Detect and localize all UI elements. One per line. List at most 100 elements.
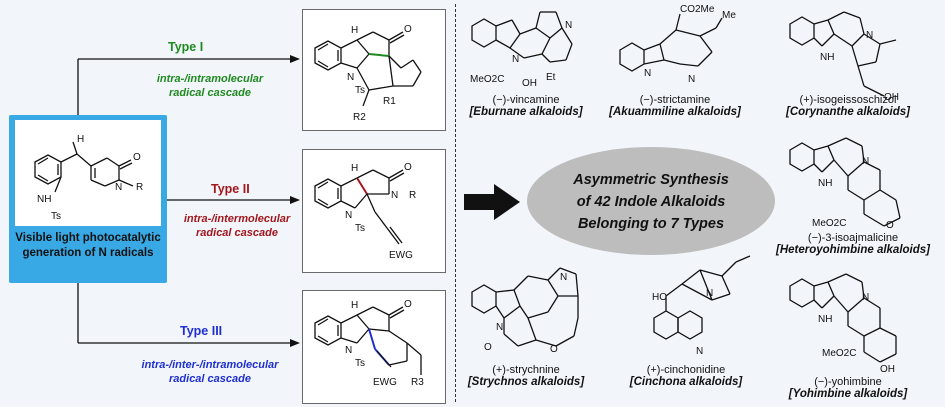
atom-label: NH (818, 314, 832, 325)
alkaloid-class: [Cinchona alkaloids] (629, 376, 743, 388)
yohimbine-structure: NH N MeO2C OH (789, 273, 897, 375)
alkaloid-name: (+)-cinchonidine (646, 364, 726, 376)
atom-label: O (404, 162, 412, 173)
atom-label: MeO2C (822, 348, 856, 359)
atom-label: CO2Me (680, 4, 715, 15)
section-divider (455, 4, 456, 402)
atom-label: H (351, 300, 358, 311)
atom-label: O (404, 24, 412, 35)
atom-label: Ts (355, 358, 365, 369)
cinchonidine-structure: HO N N (652, 255, 751, 357)
isogeissoschizol-structure: NH N OH (789, 11, 899, 103)
type-1-desc-line1: intra-/intramolecular (156, 73, 264, 85)
type-2-product-structure: O N R H N Ts EWG (314, 162, 416, 261)
atom-label: N (560, 272, 567, 283)
atom-label: OH (880, 364, 895, 375)
summary-line2: of 42 Indole Alkaloids (576, 194, 726, 210)
alkaloid-class: [Corynanthe alkaloids] (786, 106, 910, 118)
alkaloid-name: (−)-strictamine (639, 94, 711, 106)
atom-label: OH (522, 78, 537, 89)
atom-label: O (886, 220, 894, 231)
atom-label: H (77, 134, 84, 145)
atom-label: NH (818, 178, 832, 189)
atom-label: O (550, 344, 558, 355)
atom-label: Ts (51, 211, 61, 222)
atom-label: NH (37, 194, 51, 205)
alkaloid-class: [Akuammiline alkaloids] (609, 106, 741, 118)
type-1-product-structure: O H N Ts R1 R2 (314, 24, 422, 123)
starting-material-panel: H O N R NH Ts Visible light photocatalyt… (9, 115, 167, 283)
atom-label: H (351, 163, 358, 174)
alkaloid-name: (+)-strychnine (492, 364, 560, 376)
type-1-label: Type I (168, 40, 204, 54)
isoajmalicine-structure: NH N MeO2C O (789, 137, 901, 231)
strychnine-structure: N O N O (471, 267, 579, 355)
alkaloid-class: [Yohimbine alkaloids] (788, 388, 908, 400)
atom-label: EWG (389, 250, 413, 261)
summary-ellipse: Asymmetric Synthesis of 42 Indole Alkalo… (527, 147, 775, 255)
atom-label: N (391, 190, 398, 201)
atom-label: Ts (355, 85, 365, 96)
type-2-description: intra-/intermolecular radical cascade (172, 212, 302, 240)
alkaloid-class: [Heteroyohimbine alkaloids] (775, 244, 930, 256)
atom-label: N (644, 68, 651, 79)
atom-label: N (115, 182, 122, 193)
alkaloid-name: (−)-3-isoajmalicine (807, 232, 899, 244)
atom-label: N (496, 322, 503, 333)
atom-label: N (862, 292, 869, 303)
type-3-product-structure: O H N Ts EWG R3 (314, 299, 424, 388)
alkaloid-yohimbine: (−)-yohimbine [Yohimbine alkaloids] (778, 376, 918, 400)
atom-label: Et (546, 72, 556, 83)
atom-label: R1 (383, 96, 396, 107)
type-3-desc-line2: radical cascade (169, 373, 251, 385)
type-2-desc-line2: radical cascade (196, 227, 278, 239)
atom-label: R3 (411, 377, 424, 388)
atom-label: Me (722, 10, 736, 21)
summary-line1: Asymmetric Synthesis (573, 172, 729, 188)
atom-label: O (404, 299, 412, 310)
atom-label: N (706, 288, 713, 299)
atom-label: N (866, 30, 873, 41)
atom-label: EWG (373, 377, 397, 388)
alkaloid-class: [Eburnane alkaloids] (469, 106, 583, 118)
alkaloid-class: [Strychnos alkaloids] (467, 376, 585, 388)
atom-label: N (347, 72, 354, 83)
alkaloid-strychnine: (+)-strychnine [Strychnos alkaloids] (462, 364, 590, 388)
atom-label: N (696, 346, 703, 357)
alkaloid-cinchonidine: (+)-cinchonidine [Cinchona alkaloids] (622, 364, 750, 388)
type-1-product-box: O H N Ts R1 R2 (302, 9, 446, 131)
atom-label: N (345, 210, 352, 221)
atom-label: N (565, 20, 572, 31)
type-2-product-box: O N R H N Ts EWG (302, 149, 446, 273)
starting-material-drawing: H O N R NH Ts (34, 134, 143, 222)
atom-label: R (409, 190, 416, 201)
atom-label: HO (652, 292, 667, 303)
alkaloid-name: (−)-yohimbine (814, 376, 882, 388)
atom-label: N (512, 54, 519, 65)
starting-material-structure: H O N R NH Ts (15, 120, 161, 226)
atom-label: N (862, 156, 869, 167)
summary-text: Asymmetric Synthesis of 42 Indole Alkalo… (527, 169, 775, 235)
atom-label: O (484, 342, 492, 353)
alkaloid-strictamine: (−)-strictamine [Akuammiline alkaloids] (608, 94, 742, 118)
alkaloid-isoajmalicine: (−)-3-isoajmalicine [Heteroyohimbine alk… (770, 232, 936, 256)
atom-label: O (133, 152, 141, 163)
type-3-description: intra-/inter-/intramolecular radical cas… (110, 358, 310, 386)
alkaloid-vincamine: (−)-vincamine [Eburnane alkaloids] (462, 94, 590, 118)
start-caption: Visible light photocatalytic generation … (9, 231, 167, 261)
atom-label: N (345, 345, 352, 356)
atom-label: MeO2C (812, 218, 846, 229)
atom-label: MeO2C (470, 74, 504, 85)
atom-label: H (351, 25, 358, 36)
start-caption-line2: generation of N radicals (22, 247, 154, 259)
type-3-product-box: O H N Ts EWG R3 (302, 290, 446, 404)
type-1-description: intra-/intramolecular radical cascade (120, 72, 300, 100)
type-2-desc-line1: intra-/intermolecular (183, 213, 291, 225)
vincamine-structure: MeO2C OH Et N N (470, 11, 573, 89)
alkaloid-name: (+)-isogeissoschizol (799, 94, 897, 106)
atom-label: N (688, 74, 695, 85)
alkaloid-name: (−)-vincamine (492, 94, 560, 106)
start-caption-line1: Visible light photocatalytic (15, 232, 161, 244)
